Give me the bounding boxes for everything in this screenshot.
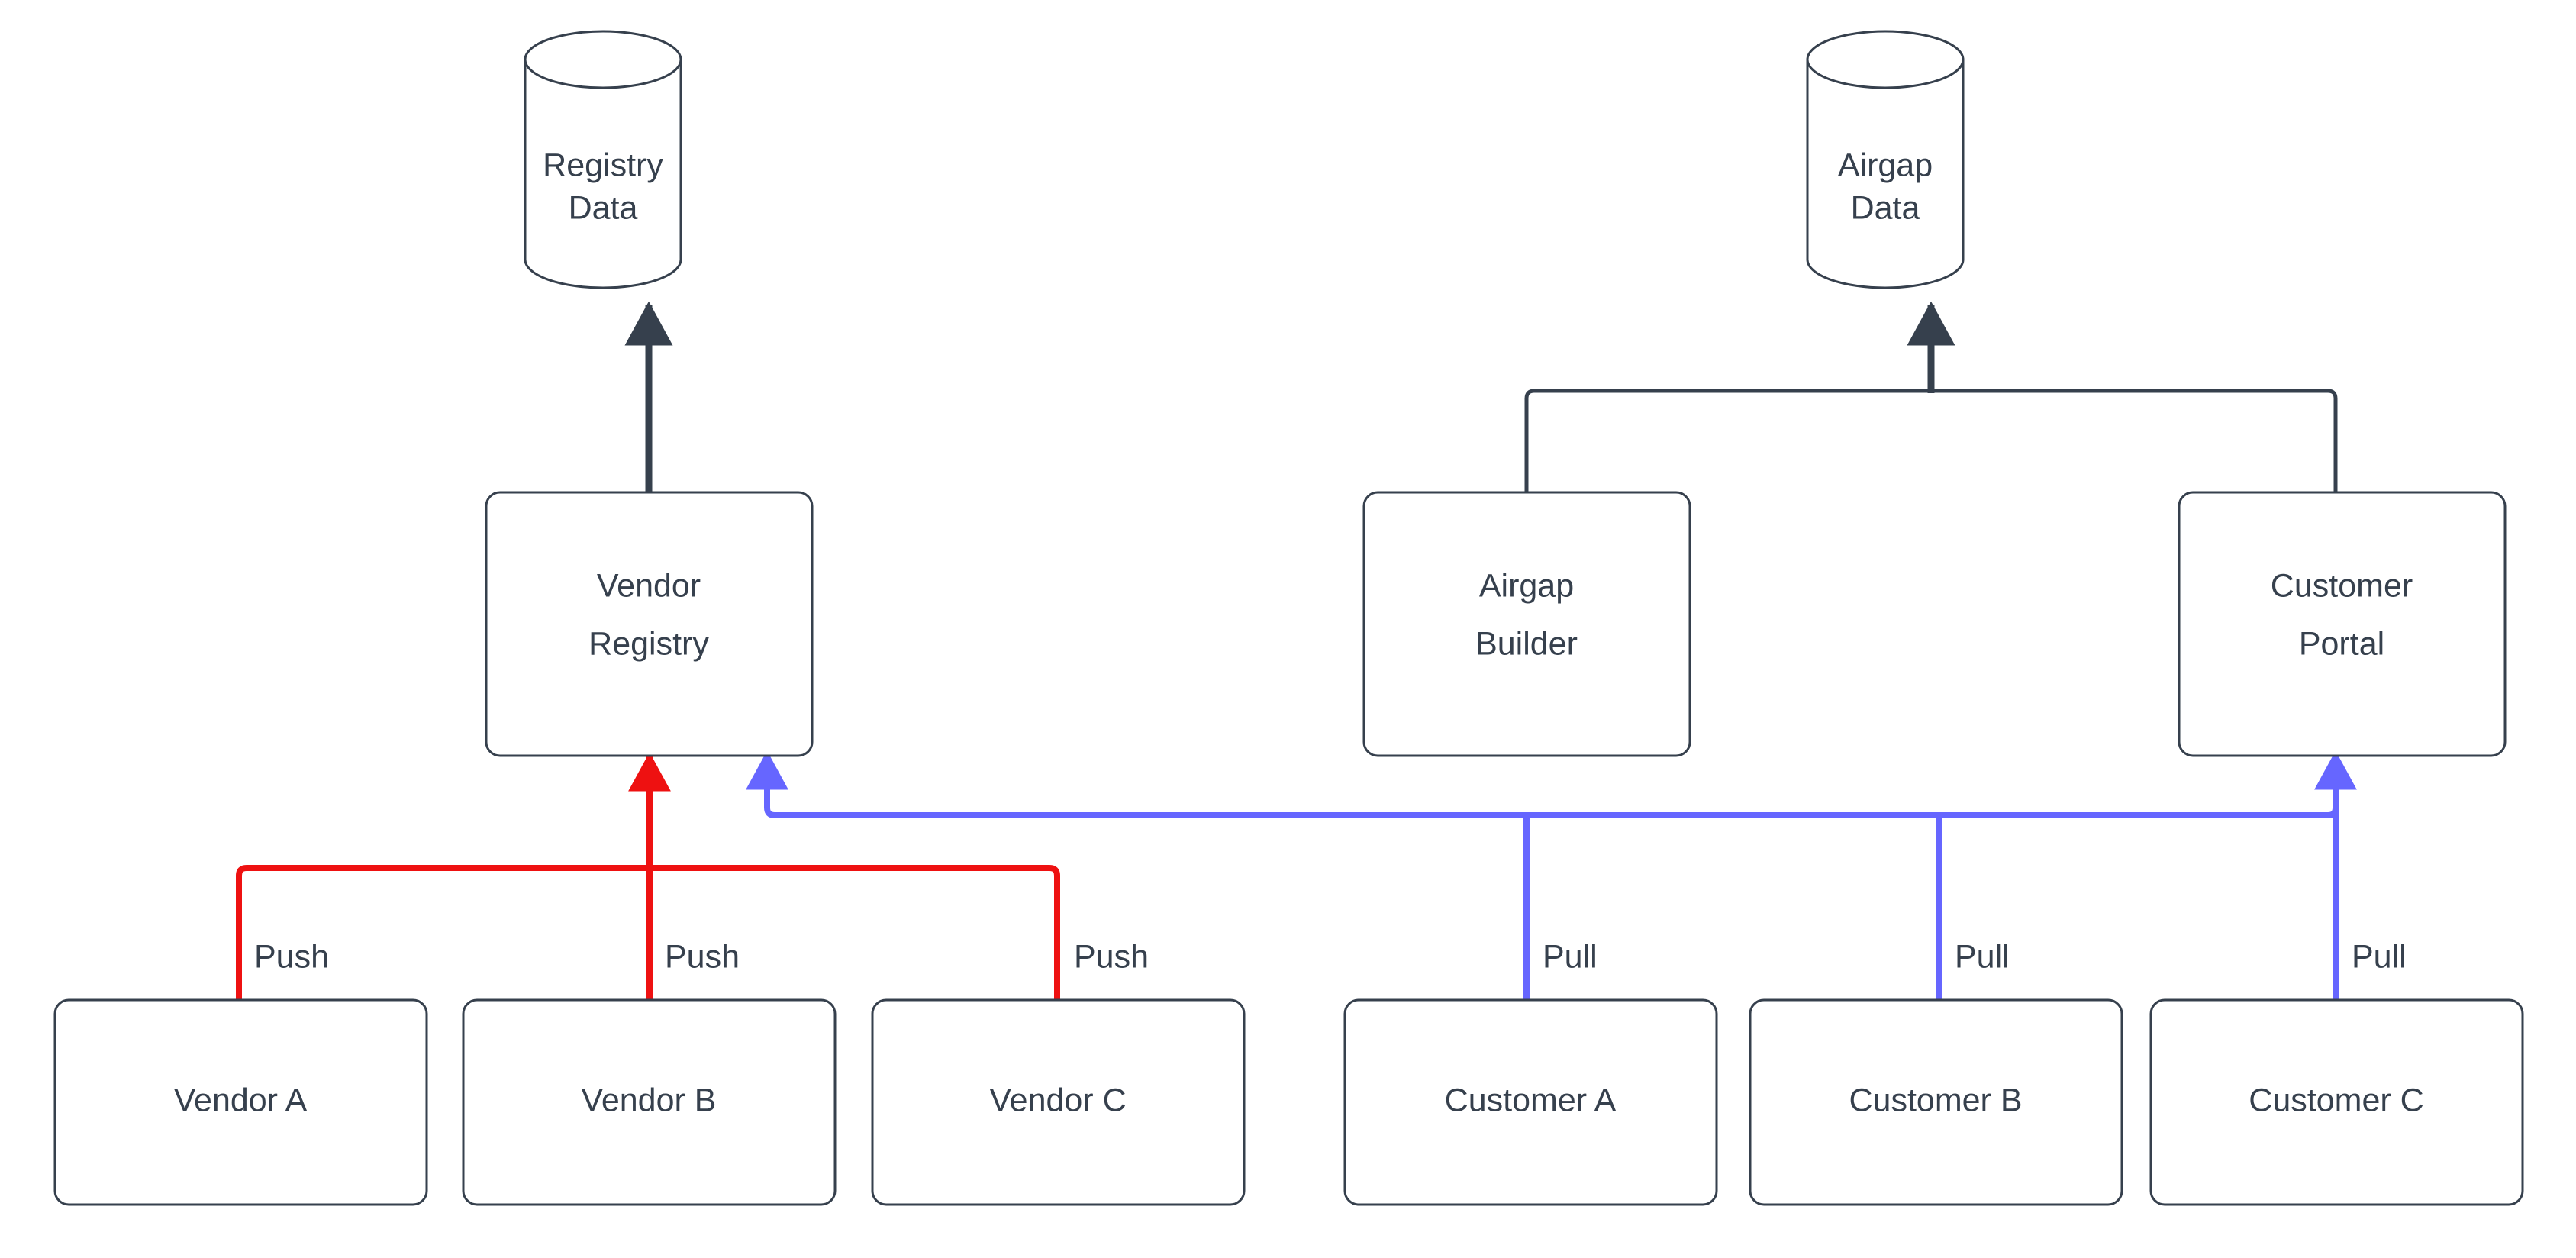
edge-airgap-fork-bus — [1524, 389, 2338, 492]
airgap-data-cylinder-top — [1806, 30, 1965, 89]
vendor-registry-label-line2: Registry — [588, 625, 709, 662]
customer-portal-label-line1: Customer — [2271, 567, 2413, 604]
edge-label-push-vendor-c: Push — [1074, 938, 1149, 975]
edge-pull-horizontal-bus — [764, 756, 2339, 818]
edge-label-push-vendor-a: Push — [254, 938, 329, 975]
node-vendor-b[interactable]: Vendor B — [462, 998, 837, 1206]
node-registry-data[interactable]: Registry Data — [524, 30, 682, 289]
edge-label-pull-customer-c: Pull — [2352, 938, 2407, 975]
registry-data-cylinder-body — [524, 58, 682, 289]
node-airgap-data[interactable]: Airgap Data — [1806, 30, 1965, 289]
vendor-registry-box — [485, 491, 814, 757]
customer-portal-box — [2178, 491, 2507, 757]
vendor-b-label: Vendor B — [582, 1082, 717, 1118]
edge-label-pull-customer-b: Pull — [1955, 938, 2010, 975]
registry-data-label-line1: Registry — [543, 147, 663, 183]
node-customer-c[interactable]: Customer C — [2149, 998, 2524, 1206]
edge-label-push-vendor-b: Push — [665, 938, 740, 975]
node-airgap-builder[interactable]: Airgap Builder — [1362, 491, 1691, 757]
vendor-c-label: Vendor C — [989, 1082, 1126, 1118]
node-vendor-a[interactable]: Vendor A — [53, 998, 428, 1206]
customer-c-label: Customer C — [2249, 1082, 2423, 1118]
vendor-registry-label-line1: Vendor — [597, 567, 701, 604]
vendor-b-box — [462, 998, 837, 1206]
customer-c-box — [2149, 998, 2524, 1206]
airgap-builder-label-line1: Airgap — [1479, 567, 1574, 604]
airgap-builder-label-line2: Builder — [1475, 625, 1578, 662]
node-vendor-registry[interactable]: Vendor Registry — [485, 491, 814, 757]
airgap-data-label-line2: Data — [1851, 189, 1920, 226]
node-customer-a[interactable]: Customer A — [1343, 998, 1718, 1206]
vendor-a-box — [53, 998, 428, 1206]
vendor-c-box — [871, 998, 1246, 1206]
airgap-data-label-line1: Airgap — [1838, 147, 1933, 183]
node-vendor-c[interactable]: Vendor C — [871, 998, 1246, 1206]
registry-data-cylinder-top — [524, 30, 682, 89]
node-customer-portal[interactable]: Customer Portal — [2178, 491, 2507, 757]
registry-data-label-line2: Data — [569, 189, 638, 226]
vendor-a-label: Vendor A — [174, 1082, 308, 1118]
customer-portal-label-line2: Portal — [2299, 625, 2384, 662]
edge-label-pull-customer-a: Pull — [1543, 938, 1598, 975]
node-customer-b[interactable]: Customer B — [1749, 998, 2123, 1206]
customer-b-label: Customer B — [1849, 1082, 2022, 1118]
airgap-data-cylinder-body — [1806, 58, 1965, 289]
customer-a-box — [1343, 998, 1718, 1206]
customer-b-box — [1749, 998, 2123, 1206]
customer-a-label: Customer A — [1445, 1082, 1617, 1118]
airgap-builder-box — [1362, 491, 1691, 757]
